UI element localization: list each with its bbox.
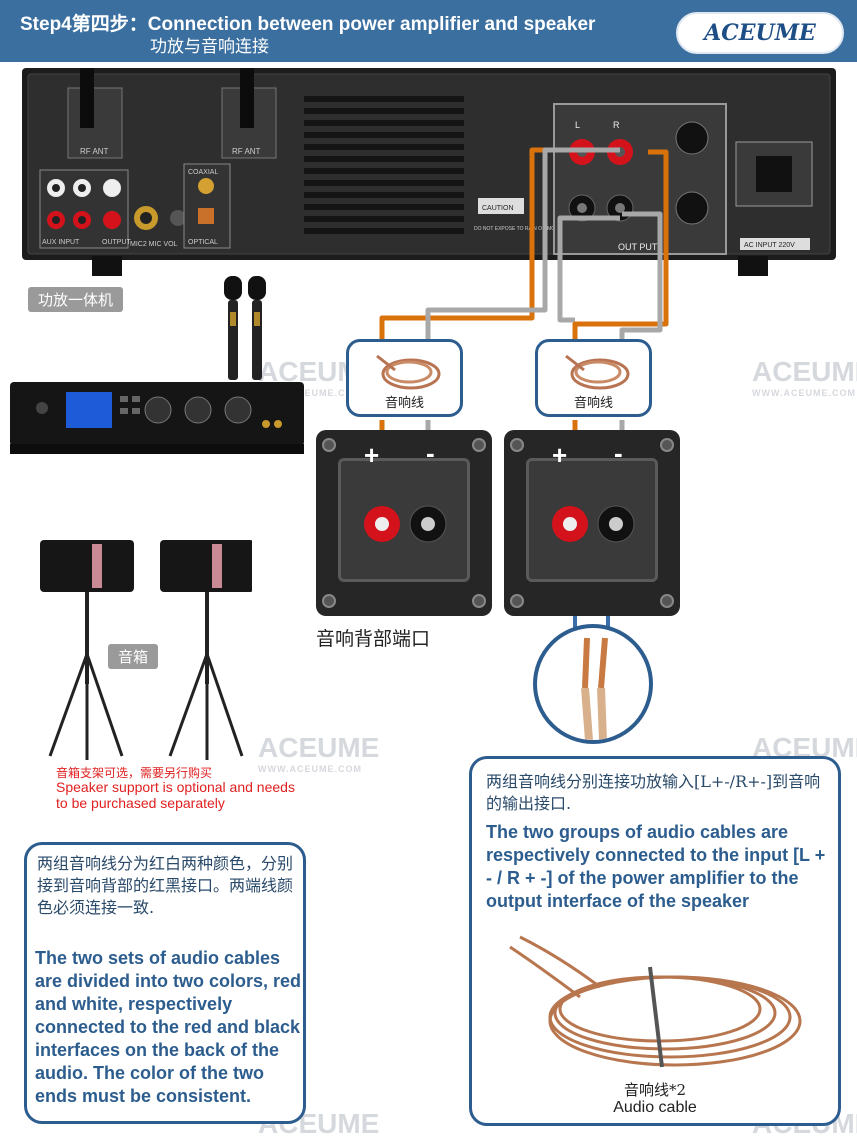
plus-sign: +: [364, 440, 380, 470]
svg-text:RF ANT: RF ANT: [232, 147, 261, 156]
note-right-cn: 两组音响线分别连接功放输入[L+-/R+-]到音响的输出接口.: [486, 772, 821, 813]
svg-text:AC INPUT 220V: AC INPUT 220V: [744, 242, 795, 249]
terminal-posts: [552, 505, 635, 543]
svg-text:RF ANT: RF ANT: [80, 147, 109, 156]
speaker-back-port-label: 音响背部端口: [316, 628, 431, 650]
cable-qty-cn: 音响线*2: [623, 1081, 687, 1099]
speaker-cable-icon: [376, 354, 441, 390]
cable-qty-en: Audio cable: [613, 1099, 697, 1116]
svg-text:OPTICAL: OPTICAL: [188, 239, 218, 246]
connection-instruction-note: 两组音响线分别连接功放输入[L+-/R+-]到音响的输出接口. The two …: [469, 756, 841, 1126]
speakers-on-stands: [40, 540, 252, 760]
speaker-cable-box-left: 音响线: [346, 339, 463, 417]
stand-note-en: Speaker support is optional and needs to…: [56, 779, 295, 811]
speaker-cable-icon: [565, 354, 630, 390]
svg-text:COAXIAL: COAXIAL: [188, 169, 218, 176]
svg-text:MIC2 MIC VOL: MIC2 MIC VOL: [130, 241, 178, 248]
stand-note-cn: 音箱支架可选，需要另行购买: [56, 766, 213, 780]
speaker-label: 音箱: [108, 644, 159, 669]
note-left-cn: 两组音响线分为红白两种颜色，分别接到音响背部的红黑接口。两端线颜色必须连接一致.: [37, 854, 294, 917]
speaker-cable-label: 音响线: [573, 396, 613, 411]
color-instruction-note: 两组音响线分为红白两种颜色，分别接到音响背部的红黑接口。两端线颜色必须连接一致.…: [24, 842, 306, 1124]
cable-coil-image: [509, 935, 802, 1068]
svg-text:R: R: [613, 120, 620, 130]
speaker-cable-box-right: 音响线: [535, 339, 652, 417]
plus-sign: +: [552, 440, 568, 470]
header-subtitle: 功放与音响连接: [150, 37, 269, 57]
note-left-en: The two sets of audio cables are divided…: [35, 948, 302, 1106]
speaker-terminal-panel-left: + -: [316, 430, 492, 616]
microphone-pair: [224, 276, 266, 380]
svg-text:OUTPUT: OUTPUT: [102, 239, 132, 246]
svg-text:L: L: [575, 120, 580, 130]
header-bar: Step4第四步：Connection between power amplif…: [0, 0, 857, 62]
karaoke-amplifier-front: [10, 382, 304, 454]
cable-end-closeup: [533, 624, 653, 744]
svg-text:AUX INPUT: AUX INPUT: [42, 239, 80, 246]
speaker-terminal-panel-right: + -: [504, 430, 680, 616]
minus-sign: -: [426, 438, 435, 468]
brand-logo: ACEUME: [676, 12, 844, 54]
terminal-posts: [364, 505, 447, 543]
speaker-cable-label: 音响线: [384, 396, 424, 411]
svg-text:CAUTION: CAUTION: [482, 205, 514, 212]
minus-sign: -: [614, 438, 623, 468]
note-right-en: The two groups of audio cables are respe…: [486, 822, 826, 911]
amp-all-in-one-label: 功放一体机: [28, 287, 124, 312]
svg-text:OUT PUT: OUT PUT: [618, 242, 658, 252]
amplifier-rear-panel: RF ANT RF ANT AUX INPUT OUTPUT MIC2 MIC …: [22, 68, 836, 276]
header-title: Step4第四步：Connection between power amplif…: [20, 14, 596, 35]
